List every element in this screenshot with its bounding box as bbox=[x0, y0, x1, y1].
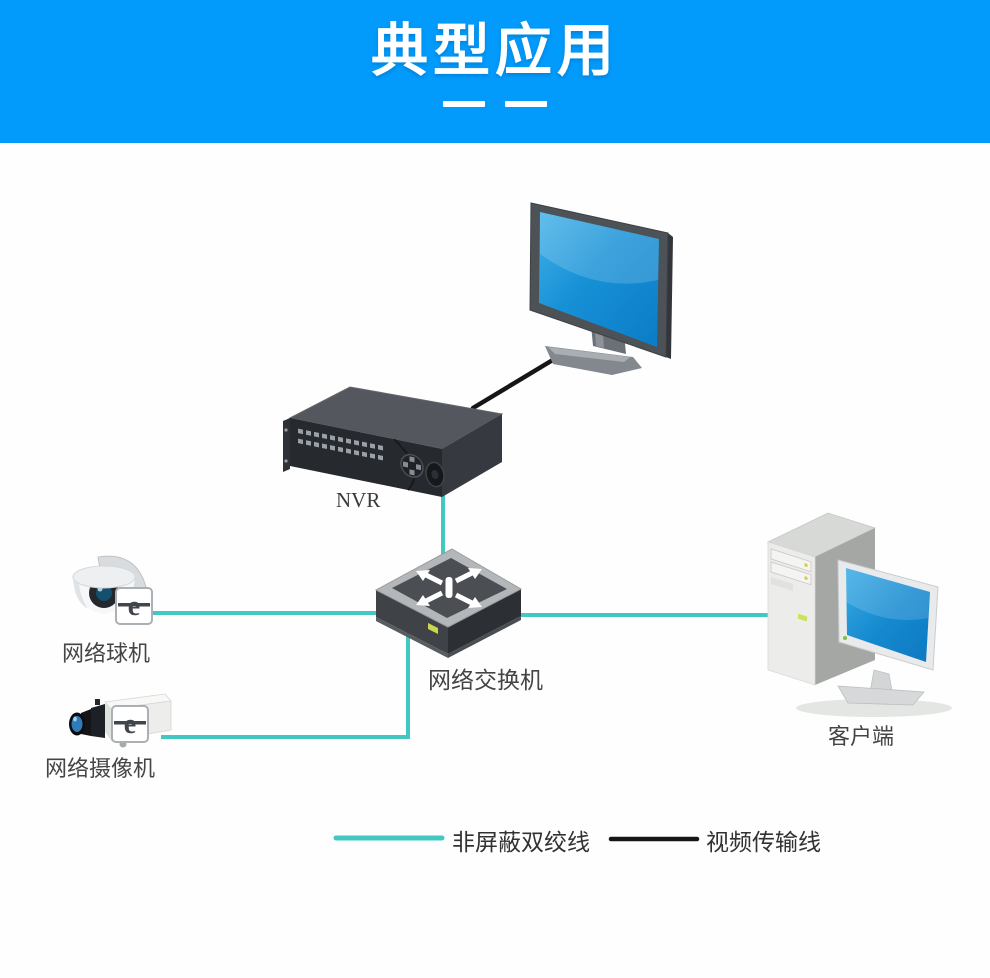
nvr-front-controls bbox=[298, 428, 445, 491]
box-camera-focus-tab bbox=[95, 699, 100, 705]
nvr-dpad-control bbox=[400, 453, 424, 478]
legend-utp-label: 非屏蔽双绞线 bbox=[452, 830, 590, 855]
box-camera-front-facet bbox=[105, 702, 111, 740]
switch-bottom-edge bbox=[376, 617, 448, 658]
bay-led bbox=[804, 576, 808, 580]
legend-utp-swatch bbox=[333, 835, 445, 841]
pc-screen-gloss bbox=[846, 568, 930, 620]
box-camera-barrel bbox=[91, 704, 105, 738]
tower-front-details bbox=[770, 548, 812, 622]
video-cable-line bbox=[470, 349, 569, 411]
nvr-screw bbox=[284, 459, 288, 463]
nvr-illustration bbox=[283, 386, 504, 497]
legend-video-swatch bbox=[608, 836, 700, 842]
monitor-illustration bbox=[529, 202, 673, 375]
pc-power-led bbox=[843, 636, 847, 640]
ie-browser-badge-icon: e bbox=[115, 587, 153, 625]
nvr-label: NVR bbox=[336, 488, 381, 512]
nvr-side-face bbox=[442, 414, 502, 497]
monitor-screen-gloss bbox=[540, 212, 659, 284]
dome-camera-illustration: e bbox=[72, 555, 153, 625]
nvr-jog-center bbox=[431, 469, 439, 480]
header-banner: 典型应用 bbox=[0, 0, 990, 143]
switch-bottom-edge bbox=[448, 616, 521, 658]
box-camera-glass bbox=[71, 716, 83, 732]
box-camera-illustration: e bbox=[69, 693, 172, 748]
switch-arrowheads bbox=[416, 568, 482, 608]
underline-dash bbox=[505, 101, 547, 107]
nvr-screw bbox=[284, 428, 288, 432]
client-label: 客户端 bbox=[828, 724, 895, 749]
dome-camera-shade bbox=[73, 577, 88, 609]
bay-led bbox=[804, 563, 808, 567]
page-title: 典型应用 bbox=[371, 19, 619, 83]
ie-browser-badge-icon: e bbox=[111, 705, 149, 743]
drive-bay bbox=[770, 548, 812, 573]
switch-front-right-face bbox=[448, 589, 521, 654]
switch-front-left-face bbox=[376, 590, 448, 654]
monitor-screen bbox=[539, 212, 659, 347]
switch-label: 网络交换机 bbox=[428, 668, 543, 693]
pc-monitor-base bbox=[837, 685, 925, 706]
nvr-button-row bbox=[298, 428, 383, 461]
box-camera-label: 网络摄像机 bbox=[45, 756, 156, 781]
tower-led bbox=[798, 613, 807, 622]
title-underline-dashes bbox=[0, 94, 990, 112]
underline-dash bbox=[443, 101, 485, 107]
pc-monitor-screen bbox=[846, 568, 930, 662]
client-pc-illustration bbox=[766, 512, 952, 717]
monitor-base-highlight bbox=[548, 347, 630, 362]
nvr-mount-ear bbox=[283, 418, 290, 472]
nvr-front-face bbox=[290, 418, 442, 497]
legend-video-label: 视频传输线 bbox=[706, 830, 821, 855]
switch-illustration bbox=[374, 548, 523, 658]
box-camera-glint bbox=[73, 716, 77, 722]
utp-line-boxcam-switch bbox=[161, 632, 410, 739]
drive-bay bbox=[770, 561, 812, 586]
dome-camera-label: 网络球机 bbox=[62, 641, 151, 666]
nvr-dpad-keys bbox=[403, 456, 421, 476]
dome-camera-cap bbox=[72, 565, 136, 589]
switch-arrows-icon bbox=[424, 570, 474, 606]
switch-led bbox=[428, 623, 438, 634]
vent-slot bbox=[771, 576, 793, 591]
